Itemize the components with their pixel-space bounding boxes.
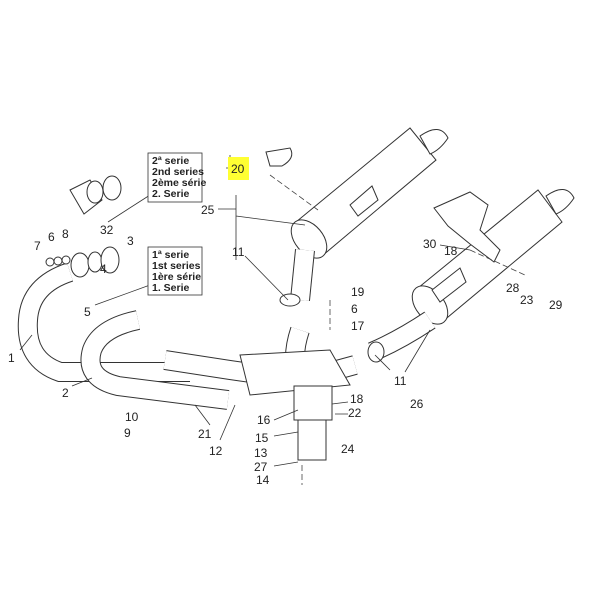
highlight-part-20 [228, 157, 249, 180]
callout-5: 5 [84, 305, 91, 319]
second-series-box: 2ª serie 2nd series 2ème série 2. Serie [147, 152, 206, 203]
callout-11: 11 [232, 245, 245, 259]
series-line: 1ª serie [152, 249, 189, 261]
first-series-box: 1ª serie 1st series 1ère série 1. Serie [147, 246, 203, 296]
callout-29: 29 [549, 298, 563, 312]
series-line: 2ème série [152, 177, 206, 189]
callout-2: 2 [62, 386, 69, 400]
callout-22: 22 [348, 406, 362, 420]
callout-16: 16 [257, 413, 271, 427]
leader-lines [19, 155, 471, 467]
callout-30: 30 [423, 237, 437, 251]
muffler-bracket [433, 191, 501, 263]
callout-32: 32 [100, 223, 114, 237]
callout-4: 4 [100, 262, 107, 276]
callout-8: 8 [62, 227, 69, 241]
callout-21: 21 [198, 427, 212, 441]
callout-25: 25 [201, 203, 215, 217]
series-line: 1ère série [152, 271, 201, 283]
callout-13: 13 [254, 446, 268, 460]
callout-18: 18 [444, 244, 458, 258]
callout-6: 6 [351, 302, 358, 316]
flange-parts [45, 147, 385, 461]
callout-23: 23 [520, 293, 534, 307]
callout-27: 27 [254, 460, 268, 474]
callout-3: 3 [127, 234, 134, 248]
series-line: 1st series [152, 260, 201, 272]
callout-11: 11 [394, 374, 407, 388]
exhaust-pipes [17, 249, 436, 410]
callout-17: 17 [351, 319, 365, 333]
callouts: 1 2 3 4 5 6 7 8 9 10 11 11 12 13 14 15 1… [8, 162, 563, 487]
callout-6: 6 [48, 230, 55, 244]
callout-18: 18 [350, 392, 364, 406]
callout-24: 24 [341, 442, 355, 456]
series-line: 2. Serie [152, 188, 190, 200]
series-line: 2ª serie [152, 155, 189, 167]
series-line: 1. Serie [152, 282, 190, 294]
callout-14: 14 [256, 473, 270, 487]
callout-20: 20 [231, 162, 245, 176]
callout-7: 7 [34, 239, 41, 253]
callout-26: 26 [410, 397, 424, 411]
callout-28: 28 [506, 281, 520, 295]
callout-10: 10 [125, 410, 139, 424]
left-muffler [290, 127, 449, 259]
callout-19: 19 [351, 285, 365, 299]
callout-15: 15 [255, 431, 269, 445]
callout-9: 9 [124, 426, 131, 440]
series-line: 2nd series [152, 166, 204, 178]
callout-12: 12 [209, 444, 223, 458]
callout-1: 1 [8, 351, 15, 365]
